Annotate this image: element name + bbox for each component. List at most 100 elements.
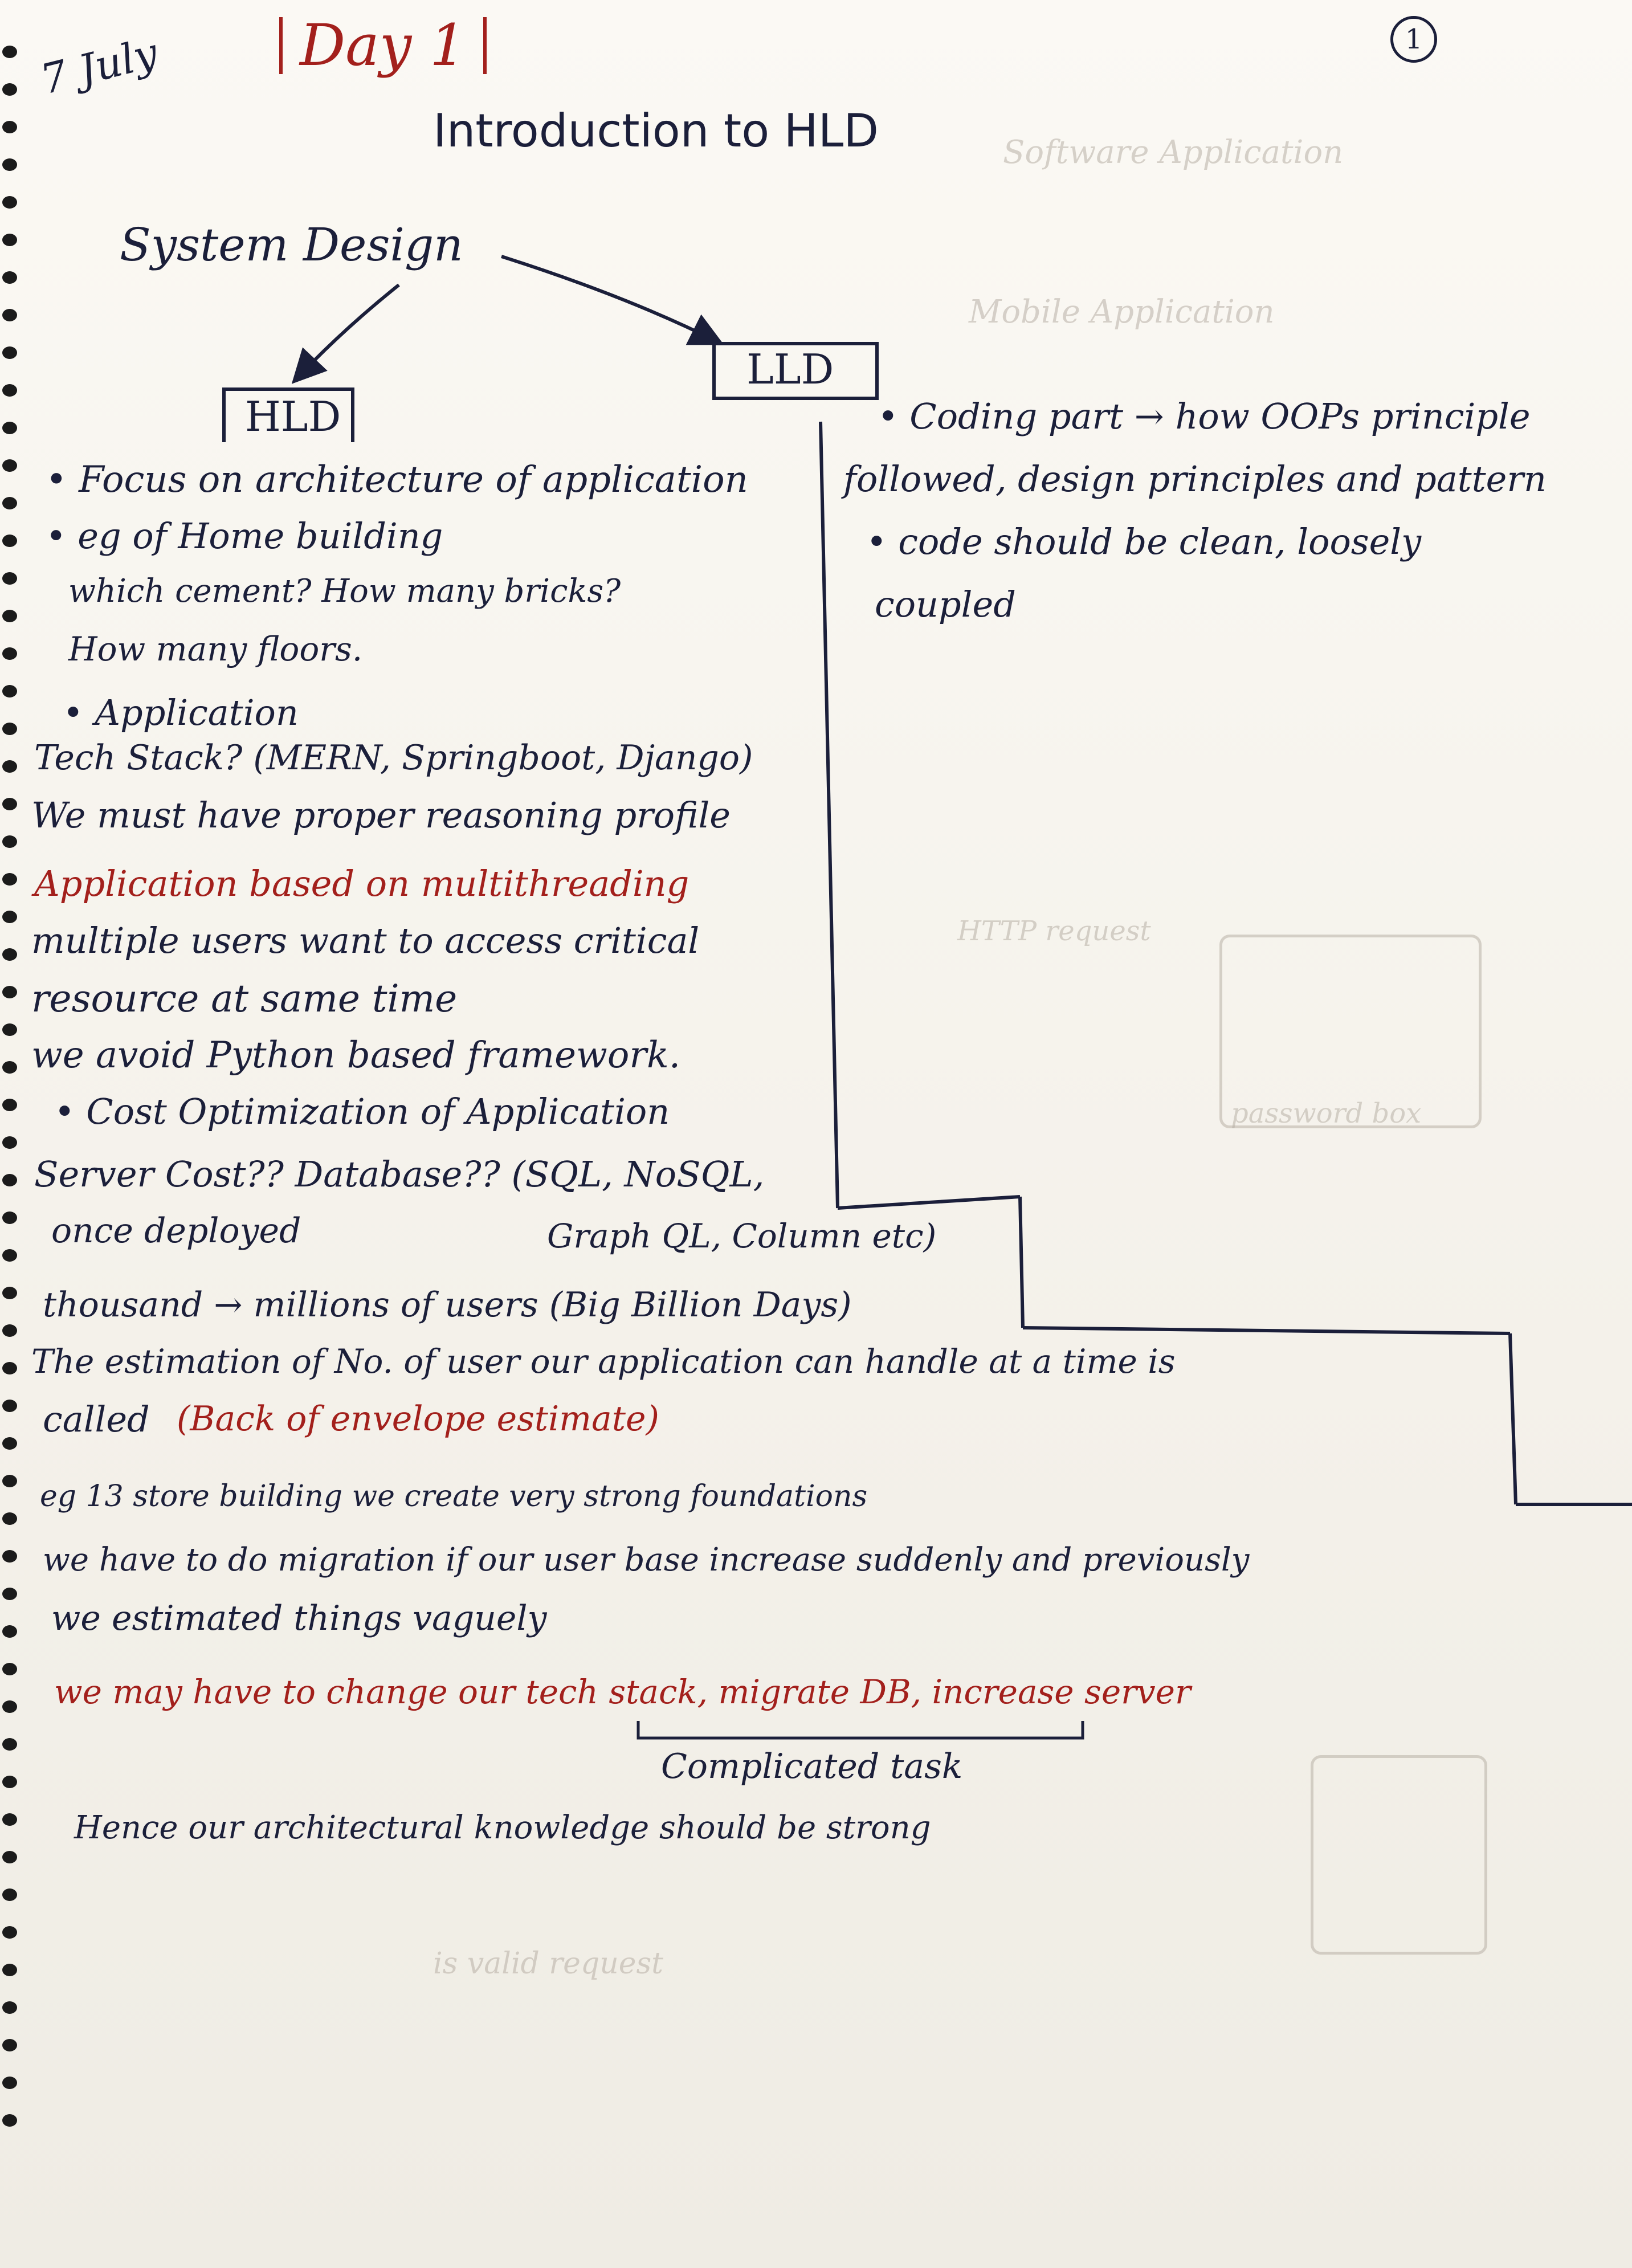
lld-note-line: • Coding part → how OOPs principle [878,395,1531,437]
bottom-note-line: Hence our architectural knowledge should… [74,1809,931,1846]
hld-note-line: • Focus on architecture of application [46,459,748,501]
spiral-hole [2,1023,17,1036]
spiral-hole [2,1512,17,1525]
lld-note-line: coupled [875,584,1016,625]
hld-note-line: we avoid Python based framework. [31,1034,681,1076]
spiral-hole [2,384,17,397]
hld-note-line: • Cost Optimization of Application [54,1091,670,1132]
hld-note-line: Tech Stack? (MERN, Springboot, Django) [34,738,753,778]
spiral-hole [2,647,17,660]
bleed-through-text: is valid request [433,1947,664,1981]
spiral-hole [2,2114,17,2127]
spiral-hole [2,1400,17,1412]
hld-label: HLD [245,393,341,440]
spiral-hole [2,1776,17,1788]
hld-note-line: Graph QL, Column etc) [547,1217,937,1255]
bottom-note-line: The estimation of No. of user our applic… [31,1342,1176,1381]
bottom-note-line: (Back of envelope estimate) [177,1399,659,1439]
spiral-hole [2,1851,17,1863]
lld-box [712,342,879,400]
spiral-hole [2,835,17,848]
spiral-hole [2,346,17,359]
lld-label: LLD [746,345,834,393]
spiral-hole [2,497,17,509]
spiral-hole [2,1099,17,1111]
hld-note-line: We must have proper reasoning profile [31,794,731,836]
bleed-through-text: Mobile Application [969,293,1275,331]
spiral-hole [2,2039,17,2051]
spiral-hole [2,1550,17,1563]
bottom-note-line: called [43,1398,150,1440]
spiral-hole [2,610,17,622]
spiral-hole [2,1362,17,1374]
spiral-hole [2,1926,17,1939]
bottom-note-line: we estimated things vaguely [51,1598,547,1638]
spiral-hole [2,986,17,998]
spiral-hole [2,535,17,547]
spiral-hole [2,1211,17,1224]
hld-note-line: Server Cost?? Database?? (SQL, NoSQL, [34,1153,765,1195]
spiral-hole [2,309,17,321]
spiral-hole [2,1738,17,1751]
spiral-hole [2,1625,17,1638]
spiral-hole [2,572,17,585]
spiral-hole [2,1475,17,1487]
page-number: 1 [1390,16,1437,63]
spiral-hole [2,948,17,961]
spiral-hole [2,1663,17,1675]
spiral-hole [2,1061,17,1074]
bottom-note-line: we have to do migration if our user base… [43,1541,1250,1578]
spiral-hole [2,1324,17,1337]
page-title: Introduction to HLD [433,104,879,157]
lld-note-line: followed, design principles and pattern [843,458,1547,500]
spiral-hole [2,760,17,773]
hld-note-line: once deployed [51,1211,301,1251]
spiral-hole [2,873,17,886]
spiral-hole [2,1700,17,1713]
spiral-hole [2,1136,17,1149]
hld-note-line: • eg of Home building [46,515,443,557]
spiral-hole [2,1964,17,1976]
hld-note-line: which cement? How many bricks? [68,573,621,610]
bottom-note-line: thousand → millions of users (Big Billio… [43,1285,852,1325]
spiral-hole [2,1588,17,1600]
spiral-binding [0,46,23,2211]
hld-box [222,387,354,442]
bleed-through-box [1311,1755,1487,1955]
lld-note-line: • code should be clean, loosely [866,521,1422,562]
hld-note-line: Application based on multithreading [34,863,689,904]
hld-note-line: • Application [63,692,299,733]
spiral-hole [2,1174,17,1186]
hld-note-line: How many floors. [68,630,363,668]
day-label: Day 1 [279,17,487,74]
bottom-note-line: Complicated task [661,1747,963,1786]
spiral-hole [2,234,17,246]
spiral-hole [2,723,17,735]
spiral-hole [2,271,17,284]
bottom-note-line: eg 13 store building we create very stro… [40,1479,868,1514]
spiral-hole [2,1437,17,1450]
system-design-label: System Design [120,218,463,271]
spiral-hole [2,2001,17,2014]
spiral-hole [2,158,17,171]
spiral-hole [2,121,17,133]
spiral-hole [2,1813,17,1826]
spiral-hole [2,459,17,472]
hld-note-line: resource at same time [31,977,458,1021]
spiral-hole [2,46,17,58]
bleed-through-text: HTTP request [957,915,1151,947]
spiral-hole [2,1888,17,1901]
spiral-hole [2,83,17,96]
bleed-through-box [1219,935,1482,1128]
bleed-through-text: password box [1231,1098,1422,1129]
spiral-hole [2,798,17,810]
spiral-hole [2,911,17,923]
bottom-note-line: we may have to change our tech stack, mi… [54,1673,1191,1711]
spiral-hole [2,1249,17,1262]
spiral-hole [2,685,17,697]
spiral-hole [2,2077,17,2089]
spiral-hole [2,422,17,434]
spiral-hole [2,1287,17,1299]
